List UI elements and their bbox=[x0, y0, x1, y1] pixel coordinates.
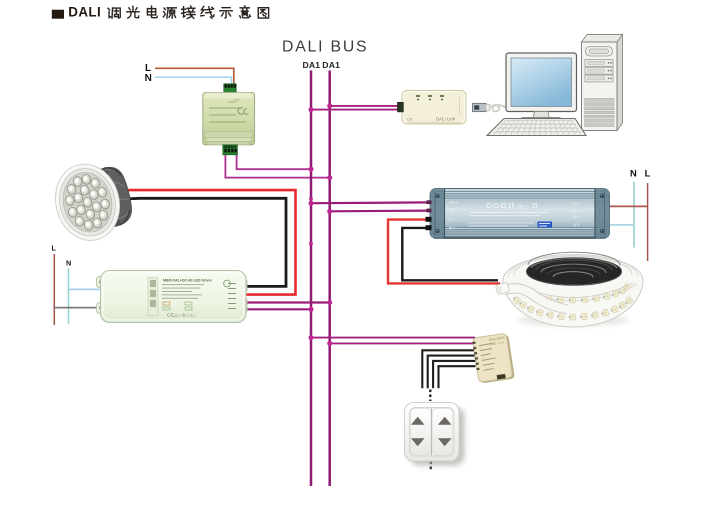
svg-text:+V •: +V • bbox=[571, 201, 580, 206]
svg-text:DALI BUS: DALI BUS bbox=[489, 336, 506, 342]
svg-text:L: L bbox=[645, 167, 651, 178]
svg-text:DALI: DALI bbox=[68, 5, 101, 20]
svg-text:CE: CE bbox=[407, 117, 413, 122]
svg-text:N: N bbox=[630, 167, 637, 178]
svg-text:DA •: DA • bbox=[449, 200, 458, 205]
svg-text:DA1: DA1 bbox=[322, 60, 340, 70]
svg-text:L •: L • bbox=[449, 217, 454, 222]
svg-text:L: L bbox=[145, 63, 151, 74]
svg-text:CE△○⊝□△□: CE△○⊝□△□ bbox=[167, 313, 197, 318]
svg-text:DA1: DA1 bbox=[303, 60, 321, 70]
svg-text:DA •: DA • bbox=[449, 207, 458, 212]
svg-text:MBD-DALI-DC-60 LED Driver: MBD-DALI-DC-60 LED Driver bbox=[163, 279, 213, 283]
svg-text:0000 1 2 3: 0000 1 2 3 bbox=[489, 340, 504, 346]
svg-text:-V •: -V • bbox=[572, 215, 580, 220]
svg-text:L: L bbox=[52, 244, 57, 253]
svg-text:-V •: -V • bbox=[572, 222, 580, 227]
svg-text:N: N bbox=[66, 259, 71, 268]
svg-text:CE △: CE △ bbox=[517, 204, 529, 210]
svg-text:+V •: +V • bbox=[571, 208, 580, 213]
svg-text:DALI BUS: DALI BUS bbox=[282, 38, 368, 55]
svg-text:N •: N • bbox=[449, 226, 455, 231]
svg-text:N: N bbox=[145, 73, 152, 84]
svg-text:DALI Link: DALI Link bbox=[436, 117, 456, 122]
